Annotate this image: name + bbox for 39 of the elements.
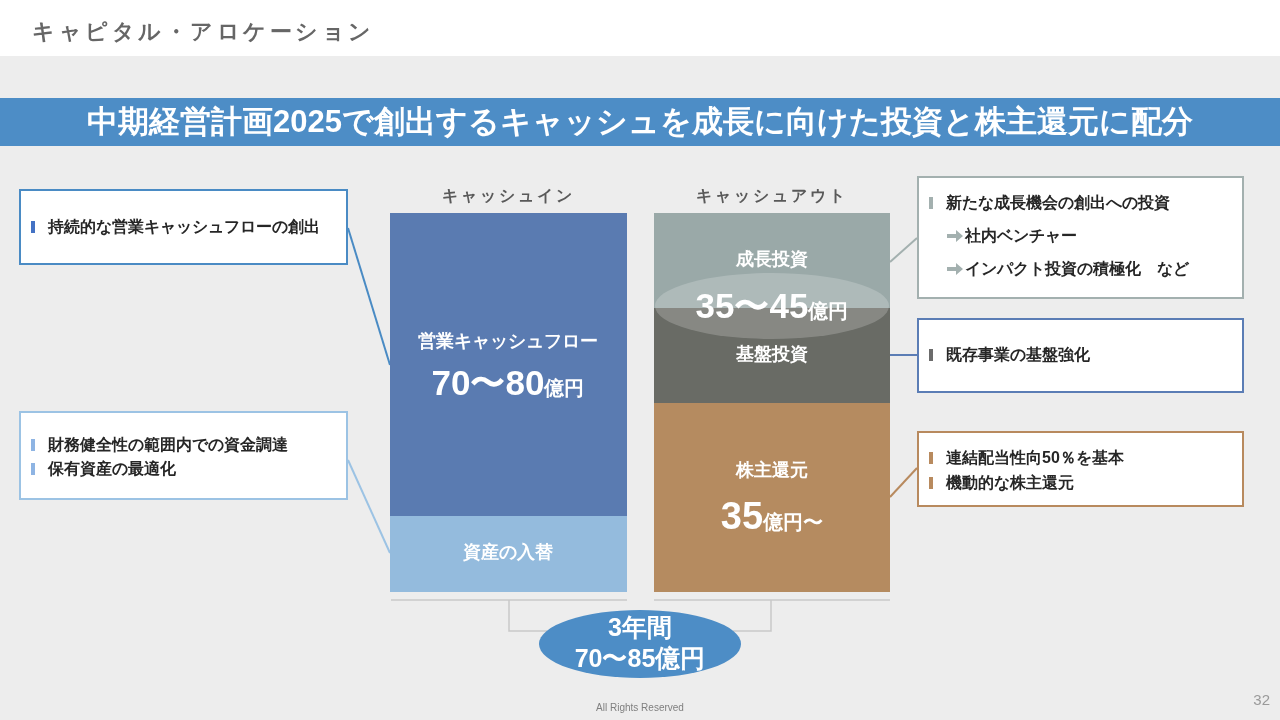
callout-box	[19, 189, 348, 265]
leader-line	[889, 354, 918, 356]
callout-text: 新たな成長機会の創出への投資	[946, 193, 1170, 213]
callout-box	[917, 431, 1244, 507]
callout-text: 機動的な株主還元	[946, 473, 1074, 493]
callout-text: 保有資産の最適化	[48, 459, 176, 479]
callout-text: インパクト投資の積極化 など	[965, 259, 1189, 279]
column-heading: キャッシュイン	[441, 186, 575, 206]
callout-box	[917, 318, 1244, 393]
callout-box	[19, 411, 348, 500]
callout-text: 持続的な営業キャッシュフローの創出	[48, 217, 320, 237]
segment-label: 成長投資	[736, 249, 808, 271]
headline-banner	[0, 98, 1280, 146]
total-value: 70〜85億円	[574, 643, 706, 673]
callout-text: 財務健全性の範囲内での資金調達	[48, 435, 288, 455]
callout-box	[917, 176, 1244, 299]
segment-label: 株主還元	[736, 460, 808, 482]
segment-value: 70〜80億円	[431, 362, 585, 404]
leader-line	[889, 237, 918, 263]
bar-segment	[390, 213, 627, 516]
bar-segment	[390, 516, 627, 592]
segment-value: 35億円〜	[720, 494, 824, 540]
segment-label: 資産の入替	[463, 542, 553, 564]
total-ellipse	[539, 610, 741, 678]
page-title: キャピタル・アロケーション	[32, 18, 375, 46]
leader-line	[889, 467, 918, 498]
callout-text: 既存事業の基盤強化	[946, 345, 1090, 365]
segment-value: 35〜45億円	[695, 285, 849, 327]
period-label: 3年間	[608, 612, 672, 642]
segment-label: 基盤投資	[736, 344, 808, 366]
banner-heading: 中期経営計画2025で創出するキャッシュを成長に向けた投資と株主還元に配分	[87, 103, 1193, 141]
callout-text: 連結配当性向50％を基本	[946, 448, 1124, 468]
page-number: 32	[1253, 691, 1270, 709]
segment-label: 営業キャッシュフロー	[418, 331, 598, 353]
leader-line	[347, 459, 391, 554]
bar-segment	[654, 403, 890, 592]
column-heading: キャッシュアウト	[696, 186, 848, 206]
callout-text: 社内ベンチャー	[965, 226, 1077, 246]
copyright-notice: All Rights Reserved	[596, 702, 684, 714]
